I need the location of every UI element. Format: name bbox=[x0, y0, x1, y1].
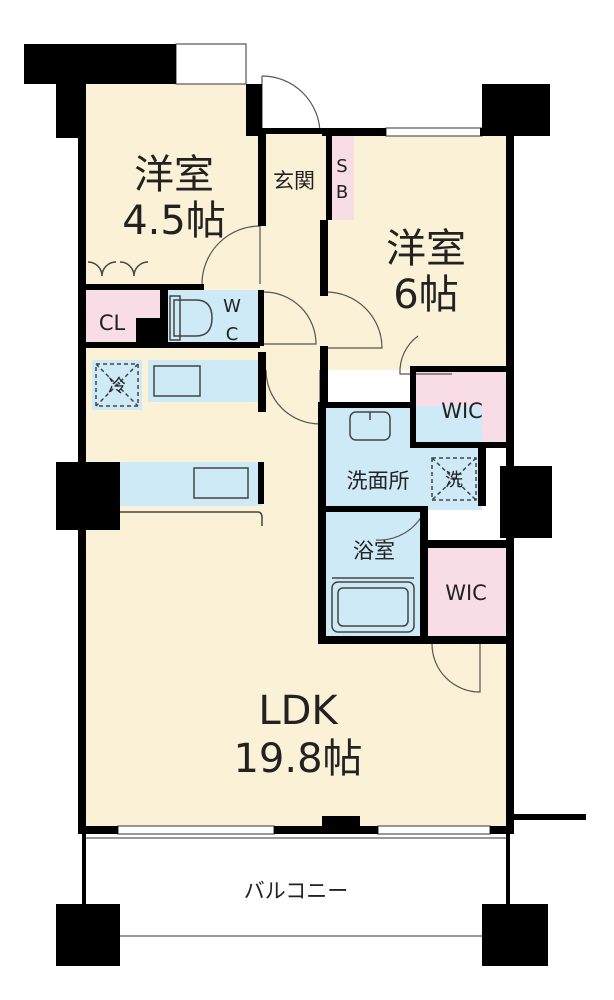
western-large-door-swing bbox=[325, 291, 383, 349]
island-cooktop bbox=[193, 467, 249, 499]
toilet-tank bbox=[169, 295, 181, 341]
wall-outer-left bbox=[78, 84, 86, 834]
wall-wic-lower-top bbox=[420, 540, 508, 548]
floor-ldk bbox=[84, 345, 324, 830]
wall-washroom-top bbox=[320, 402, 416, 408]
washer-cross bbox=[431, 457, 477, 501]
washroom-label: 洗面所 bbox=[347, 469, 410, 493]
wall-balcony-left bbox=[82, 834, 86, 908]
closet-door-arcs bbox=[87, 261, 149, 277]
wall-ldk-bottom-right bbox=[490, 826, 514, 834]
wall-washroom-bottom bbox=[322, 506, 422, 512]
ldk-door-swing bbox=[265, 369, 321, 425]
washer-box bbox=[431, 457, 477, 501]
wall-entry-top bbox=[246, 84, 262, 136]
western-small-name: 洋室 bbox=[134, 152, 214, 198]
wall-outer-right bbox=[506, 128, 514, 834]
entry-door-swing bbox=[261, 75, 321, 135]
floor-entrance bbox=[262, 134, 330, 222]
western-small-door-swing bbox=[201, 225, 261, 285]
shoe-box-label-b: B bbox=[336, 182, 348, 203]
wall-ldk-bottom-left bbox=[78, 826, 118, 834]
wall-ldk-bottom-mid bbox=[274, 826, 378, 834]
wall-shoebox-left bbox=[326, 134, 332, 220]
washer-label: 洗 bbox=[445, 470, 463, 491]
bathtub-inner bbox=[337, 587, 409, 627]
column-top-left bbox=[24, 44, 176, 84]
bathroom-label: 浴室 bbox=[353, 539, 395, 563]
wall-large-room-bottom bbox=[412, 366, 508, 372]
window-ldk-left bbox=[117, 825, 275, 835]
column-top-right bbox=[482, 84, 550, 136]
floor-fills bbox=[84, 84, 508, 830]
western-large-size: 6帖 bbox=[393, 272, 458, 318]
wall-small-room-right bbox=[258, 134, 266, 226]
fridge-label: 冷 bbox=[108, 376, 126, 397]
wall-closet-bottom bbox=[84, 342, 260, 348]
wall-corridor-left bbox=[320, 346, 328, 408]
wic-lower-label: WIC bbox=[445, 581, 487, 605]
windows bbox=[83, 43, 509, 937]
toilet-label-w: W bbox=[223, 296, 241, 317]
fridge-box bbox=[95, 363, 139, 407]
bathtub bbox=[331, 581, 415, 633]
western-small-size: 4.5帖 bbox=[122, 198, 226, 244]
wall-entry-side bbox=[262, 128, 322, 134]
wall-top-right-2 bbox=[480, 128, 508, 136]
walls bbox=[24, 44, 586, 966]
window-ldk-right bbox=[377, 825, 491, 835]
kitchen-sink bbox=[153, 365, 201, 397]
labels: 洋室 4.5帖 洋室 6帖 LDK 19.8帖 玄関 S B CL W C WI… bbox=[99, 152, 487, 903]
wall-balcony-right bbox=[506, 834, 510, 908]
shoe-box-label-s: S bbox=[336, 156, 347, 177]
column-mid-left bbox=[56, 462, 120, 530]
wall-bath-right bbox=[420, 506, 428, 644]
wall-wic-upper-bottom bbox=[410, 442, 508, 448]
toilet-door-swing bbox=[263, 291, 317, 345]
wall-top-right bbox=[322, 128, 386, 136]
closet-label: CL bbox=[99, 311, 126, 335]
wall-exterior-stub bbox=[514, 814, 586, 820]
wall-wet-bottom bbox=[318, 636, 508, 644]
floor-wic-lower bbox=[424, 548, 508, 640]
balcony-area bbox=[83, 837, 509, 937]
ldk-size: 19.8帖 bbox=[233, 736, 362, 782]
balcony-label: バルコニー bbox=[244, 879, 349, 903]
wall-wet-left bbox=[318, 402, 326, 644]
floor-western-small bbox=[84, 84, 262, 290]
island-counter-edge bbox=[120, 511, 263, 526]
western-large-name: 洋室 bbox=[386, 226, 466, 272]
fridge-cross bbox=[95, 363, 139, 407]
wall-island-end bbox=[258, 462, 264, 504]
wic-lower-door-swing bbox=[431, 643, 481, 693]
column-bottom-left bbox=[56, 904, 120, 966]
wall-toilet-right bbox=[258, 290, 264, 346]
window-top-left bbox=[175, 43, 247, 85]
toilet-bowl bbox=[173, 299, 213, 337]
wall-small-room-bottom bbox=[84, 284, 204, 290]
wall-closet-inner bbox=[136, 318, 164, 344]
floor-shoe-box bbox=[330, 136, 354, 220]
wic-upper-door-swing bbox=[399, 335, 452, 375]
ldk-name: LDK bbox=[258, 688, 339, 734]
toilet-label-c: C bbox=[226, 324, 239, 345]
wic-upper-label: WIC bbox=[441, 399, 483, 423]
column-bottom-right bbox=[482, 904, 548, 966]
entrance-label: 玄関 bbox=[273, 169, 315, 193]
window-top-right bbox=[385, 127, 483, 137]
fixtures bbox=[87, 261, 477, 633]
wall-large-room-left bbox=[320, 220, 328, 296]
wall-washer-side bbox=[478, 446, 486, 506]
wall-closet-right bbox=[160, 284, 168, 344]
wall-kitchen-back bbox=[258, 352, 266, 412]
floor-ldk-right bbox=[322, 640, 508, 830]
